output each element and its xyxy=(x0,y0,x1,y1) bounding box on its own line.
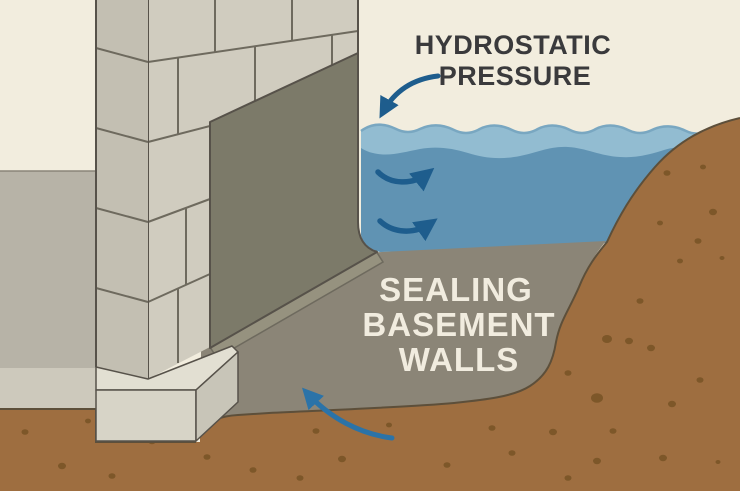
waterproof-membrane xyxy=(209,52,378,349)
water-flow-arrow-icon xyxy=(375,167,435,192)
left-ground xyxy=(0,170,96,409)
footing-front-face xyxy=(95,389,197,442)
left-ground-ledge xyxy=(0,368,96,409)
sealing-basement-walls-label: SEALING BASEMENT WALLS xyxy=(362,271,555,378)
hydrostatic-pressure-label-line2: PRESSURE xyxy=(439,61,592,91)
sealing-basement-walls-label-line1: SEALING xyxy=(379,271,533,308)
seal-direction-arrow-icon xyxy=(302,387,395,441)
groundwater xyxy=(360,123,711,252)
arrows xyxy=(302,73,441,441)
water-surface-line xyxy=(360,123,711,135)
sealing-basement-walls-label-line3: WALLS xyxy=(399,341,519,378)
sealing-basement-walls-label-line2: BASEMENT xyxy=(362,306,555,343)
soil-speckles xyxy=(21,164,725,481)
soil xyxy=(0,118,740,491)
hydrostatic-pressure-label-line1: HYDROSTATIC xyxy=(415,30,612,60)
hydrostatic-pressure-arrow-icon xyxy=(379,73,441,119)
mortar-joints-front xyxy=(147,0,359,363)
hydrostatic-pressure-label: HYDROSTATIC PRESSURE xyxy=(415,30,612,91)
basement-wall-side xyxy=(95,0,149,379)
water-surface-band xyxy=(361,124,710,159)
footing xyxy=(95,345,239,442)
footing-side-face xyxy=(195,351,239,442)
water-flow-arrow-icon xyxy=(377,218,438,242)
mortar-joints-side xyxy=(95,47,149,303)
soil-mass xyxy=(0,118,740,491)
